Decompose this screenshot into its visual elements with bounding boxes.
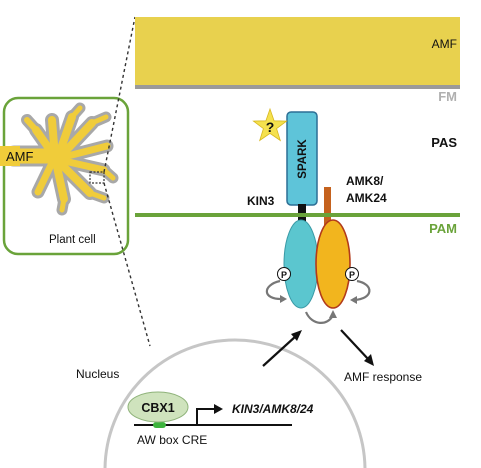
- kin3-label: KIN3: [247, 194, 275, 208]
- nucleus-label: Nucleus: [76, 367, 119, 381]
- fm-label: FM: [438, 89, 457, 104]
- amk-label-line1: AMK8/: [346, 174, 384, 188]
- amf-band-label: AMF: [432, 37, 457, 51]
- spark-receptor: SPARK: [286, 111, 318, 229]
- pam-label: PAM: [429, 221, 457, 236]
- arbuscule-shape: [0, 102, 119, 216]
- plant-cell-inset: AMF Plant cell: [0, 96, 130, 256]
- plant-cell-label: Plant cell: [49, 234, 96, 246]
- expression-arrowhead: [291, 330, 302, 341]
- zoom-line-upper: [103, 16, 136, 173]
- amf-response-label: AMF response: [344, 370, 422, 384]
- amk-kinase-domain: [315, 219, 351, 309]
- trans-phospho-arrow: [304, 311, 335, 324]
- amk-transmembrane: [324, 187, 331, 229]
- unknown-ligand: ?: [252, 107, 288, 142]
- phosphate-left-label: P: [281, 270, 287, 280]
- transcription-arrowhead: [214, 404, 223, 414]
- cbx1-label: CBX1: [141, 401, 174, 415]
- entering-hypha: [0, 146, 20, 166]
- trans-phospho-arrowhead: [329, 310, 337, 318]
- phosphate-right-label: P: [349, 270, 355, 280]
- zoom-line-lower: [103, 182, 151, 347]
- phospho-right: P: [345, 267, 371, 304]
- gene-label: KIN3/AMK8/24: [232, 402, 314, 416]
- amf-cell-label: AMF: [6, 149, 34, 164]
- cbx1-factor: [127, 391, 189, 423]
- amf-band: [135, 17, 460, 86]
- phospho-right-arrowhead: [350, 296, 357, 304]
- kin3-kinase-domain: [283, 219, 319, 309]
- nucleus-envelope: [103, 338, 367, 468]
- phospho-left-arrow: [265, 279, 284, 301]
- trans-phospho: [304, 310, 337, 324]
- phosphate-right-icon: [345, 267, 359, 281]
- phosphate-left-icon: [277, 267, 291, 281]
- pas-label: PAS: [431, 135, 457, 150]
- zoom-box: [89, 171, 105, 184]
- amk-label-line2: AMK24: [346, 191, 387, 205]
- phospho-right-arrow: [353, 279, 371, 302]
- expression-arrow: [262, 335, 297, 367]
- phospho-left: P: [265, 267, 291, 303]
- aw-box-element: [153, 422, 166, 428]
- response-arrowhead: [364, 354, 374, 366]
- ligand-question: ?: [266, 119, 275, 135]
- aw-box-label: AW box CRE: [137, 433, 207, 447]
- ligand-star-icon: [252, 107, 288, 142]
- response-arrow: [340, 329, 370, 361]
- spark-label: SPARK: [297, 139, 309, 179]
- transcription-arrow: [196, 408, 216, 425]
- phospho-left-arrowhead: [280, 295, 287, 303]
